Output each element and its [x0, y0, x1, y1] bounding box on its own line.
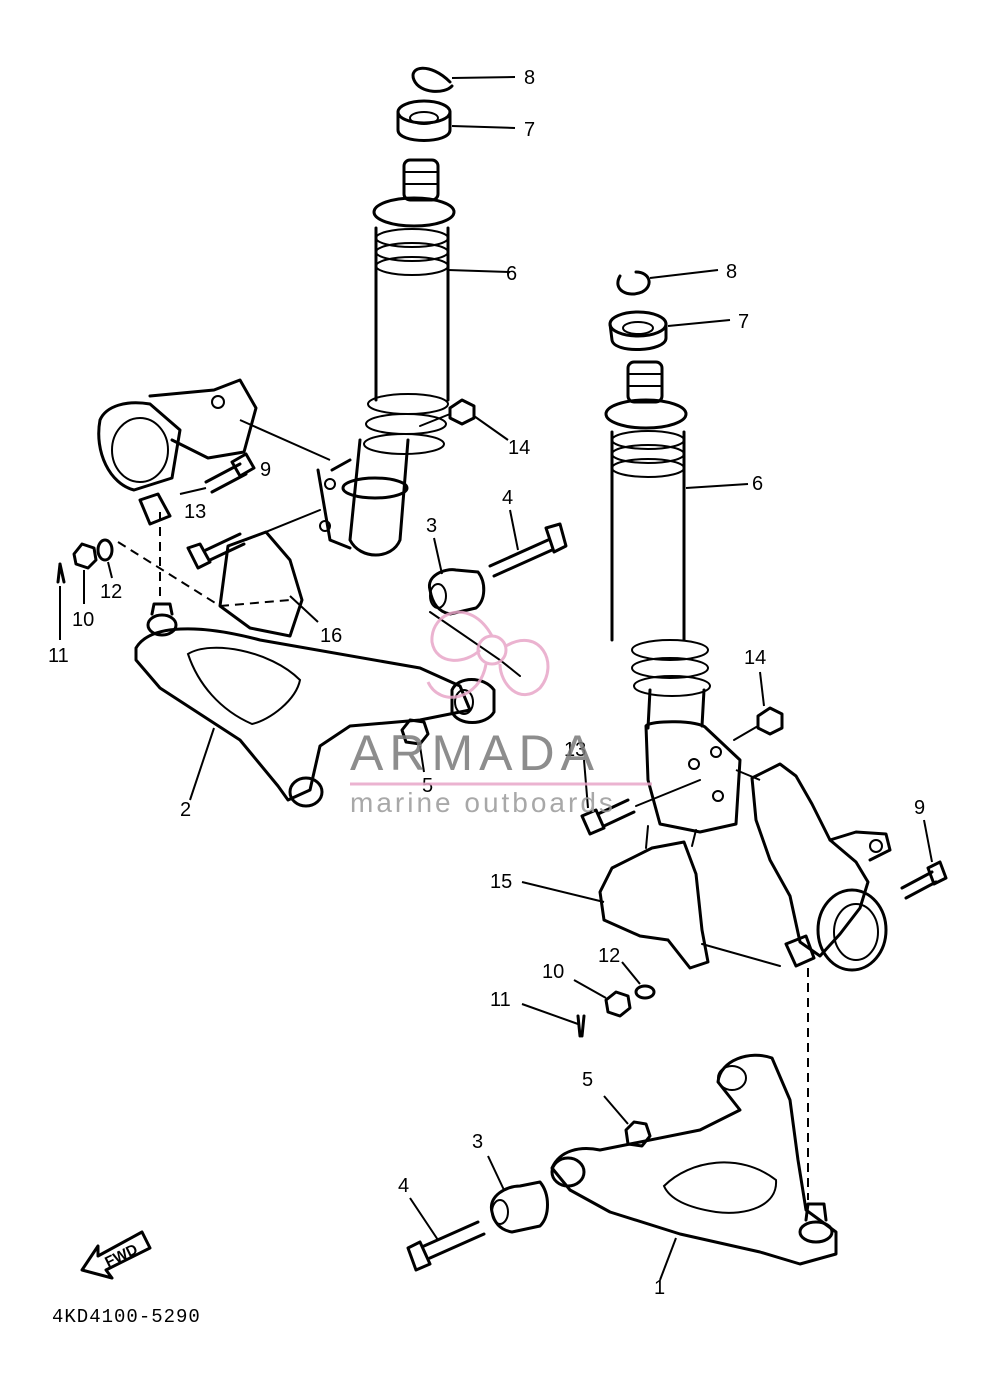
- nut-5-left: [400, 718, 430, 773]
- bolt-9-left: [179, 452, 256, 495]
- callout-5-left: 5: [422, 775, 433, 797]
- circlip-right: [616, 269, 719, 296]
- bolt-9-right: [900, 819, 948, 900]
- shock-absorber-left: [316, 158, 511, 557]
- callout-1: 1: [654, 1277, 665, 1299]
- callout-7-right: 7: [738, 311, 749, 333]
- fwd-label: FWD: [102, 1241, 140, 1271]
- bolt-13-left: [186, 509, 321, 570]
- callout-12-left: 12: [100, 581, 122, 603]
- callout-2: 2: [180, 799, 191, 821]
- washer-12-left: [96, 538, 114, 579]
- callout-4-left: 4: [502, 487, 513, 509]
- callout-10-right: 10: [542, 961, 564, 983]
- callout-15: 15: [490, 871, 512, 893]
- callout-11-right: 11: [490, 989, 511, 1011]
- callout-6-left: 6: [506, 263, 517, 285]
- callout-3-right: 3: [472, 1131, 483, 1153]
- bolt-4-left: [488, 509, 568, 578]
- watermark: ARMADA marine outboards: [350, 610, 652, 818]
- forward-arrow-icon: FWD: [80, 1230, 152, 1280]
- callout-8-left: 8: [524, 67, 535, 89]
- diagram-code: 4KD4100-5290: [52, 1306, 201, 1328]
- watermark-title: ARMADA: [350, 725, 600, 781]
- callout-12-right: 12: [598, 945, 620, 967]
- callout-5-right: 5: [582, 1069, 593, 1091]
- knuckle-right: [735, 762, 892, 1200]
- propeller-logo-icon: [426, 610, 550, 699]
- callout-16: 16: [320, 625, 342, 647]
- arm-bushing-left: [450, 678, 496, 724]
- callout-4-right: 4: [398, 1175, 409, 1197]
- shock-nut-left: [396, 99, 516, 142]
- nut-5-right: [603, 1095, 652, 1148]
- guard-16-left: [117, 530, 319, 638]
- callout-11-left: 11: [48, 645, 69, 667]
- bushing-3-left: [427, 537, 486, 616]
- guard-15-right: [521, 825, 781, 970]
- nut-10-right: [573, 979, 632, 1018]
- cotter-pin-11-left: [56, 562, 66, 640]
- shock-nut-right: [608, 310, 731, 352]
- callout-9-right: 9: [914, 797, 925, 819]
- bushing-3-right: [487, 1155, 549, 1234]
- bolt-13-right: [580, 759, 701, 836]
- callout-14-right: 14: [744, 647, 766, 669]
- callout-8-right: 8: [726, 261, 737, 283]
- callout-7-left: 7: [524, 119, 535, 141]
- circlip-left: [411, 66, 516, 93]
- callout-6-right: 6: [752, 473, 763, 495]
- lower-arm-1-right: [550, 1053, 838, 1281]
- shock-absorber-right: [604, 360, 749, 834]
- nut-14-right: [733, 671, 784, 741]
- nut-10-left: [72, 542, 98, 604]
- watermark-subtitle: marine outboards: [350, 787, 616, 818]
- callout-13-left: 13: [184, 501, 206, 523]
- callout-3-left: 3: [426, 515, 437, 537]
- callout-10-left: 10: [72, 609, 94, 631]
- bolt-4-right: [406, 1197, 486, 1272]
- nut-14-left: [419, 398, 509, 441]
- cotter-pin-11-right: [521, 1003, 586, 1038]
- lower-arm-2-left: [134, 602, 472, 808]
- washer-12-right: [621, 961, 656, 1000]
- knuckle-left: [97, 378, 331, 526]
- callout-9-left: 9: [260, 459, 271, 481]
- callout-14-left: 14: [508, 437, 530, 459]
- callout-13-right: 13: [564, 739, 586, 761]
